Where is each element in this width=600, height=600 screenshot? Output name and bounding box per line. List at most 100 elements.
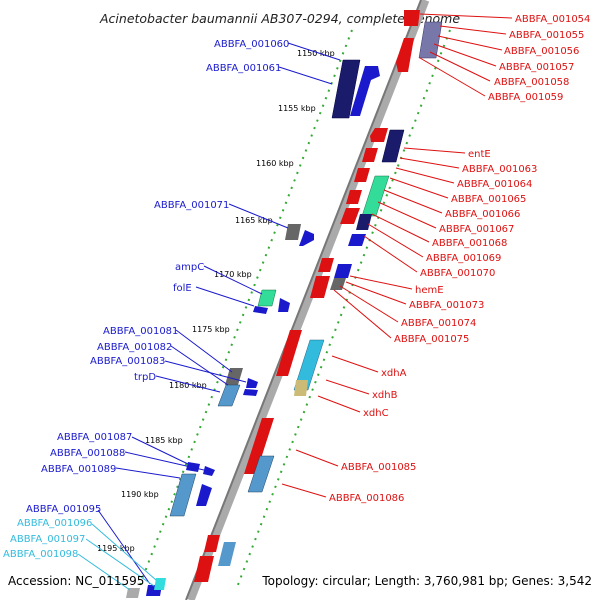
gene-label-001069[interactable]: ABBFA_001069	[426, 253, 501, 264]
gene-feature-xdhB[interactable]	[294, 380, 308, 396]
gene-feature-001055[interactable]	[418, 21, 443, 59]
gene-feature-001060[interactable]	[331, 59, 361, 119]
gene-feature-001067[interactable]	[346, 190, 362, 204]
gene-label-001083[interactable]: ABBFA_001083	[90, 356, 165, 367]
gene-label-001056[interactable]: ABBFA_001056	[504, 46, 579, 57]
gene-feature-001071[interactable]	[299, 230, 314, 246]
gene-feature-001069[interactable]	[356, 214, 372, 230]
gene-label-001064[interactable]: ABBFA_001064	[457, 179, 532, 190]
gene-label-xdhA[interactable]: xdhA	[381, 368, 407, 379]
gene-feature-001065[interactable]	[354, 168, 370, 182]
label-leader-line	[371, 213, 430, 243]
gene-label-folE[interactable]: folE	[173, 283, 192, 294]
gene-label-entE[interactable]: entE	[468, 149, 491, 160]
gene-label-hemE[interactable]: hemE	[415, 285, 444, 296]
gene-label-001075[interactable]: ABBFA_001075	[394, 334, 469, 345]
gene-feature-001083[interactable]	[243, 389, 258, 396]
label-leader-line	[419, 13, 513, 19]
gene-feature-001096[interactable]	[154, 578, 166, 590]
gene-label-001055[interactable]: ABBFA_001055	[509, 30, 584, 41]
gene-label-trpD[interactable]: trpD	[134, 372, 156, 383]
gene-feature-folE-b[interactable]	[253, 306, 268, 314]
label-leader-line	[429, 51, 491, 82]
gene-label-001074[interactable]: ABBFA_001074	[401, 318, 476, 329]
kbp-tick-label: 1165 kbp	[235, 216, 273, 225]
gene-label-001095[interactable]: ABBFA_001095	[26, 504, 101, 515]
gene-feature-001070[interactable]	[348, 234, 366, 246]
gene-label-001066[interactable]: ABBFA_001066	[445, 209, 520, 220]
gene-feature-001056[interactable]	[396, 38, 414, 72]
gene-label-xdhB[interactable]: xdhB	[372, 390, 398, 401]
label-leader-line	[325, 379, 370, 395]
gene-feature-001088[interactable]	[203, 466, 215, 476]
gene-label-001085[interactable]: ABBFA_001085	[341, 462, 416, 473]
gene-label-001087[interactable]: ABBFA_001087	[57, 432, 132, 443]
gene-label-001061[interactable]: ABBFA_001061	[206, 63, 281, 74]
label-leader-line	[367, 223, 424, 258]
gene-label-001081[interactable]: ABBFA_001081	[103, 326, 178, 337]
gene-label-001086[interactable]: ABBFA_001086	[329, 493, 404, 504]
gene-feature-lower-3[interactable]	[194, 556, 214, 582]
gene-label-001082[interactable]: ABBFA_001082	[97, 342, 172, 353]
gene-feature-001054[interactable]	[404, 10, 420, 26]
label-leader-line	[85, 538, 155, 587]
gene-feature-trpD[interactable]	[217, 384, 241, 407]
gene-feature-lower-1[interactable]	[204, 535, 220, 552]
gene-feature-001074[interactable]	[310, 276, 330, 298]
gene-feature-xdhA-left[interactable]	[276, 330, 302, 376]
gene-feature-001082[interactable]	[246, 378, 258, 388]
label-leader-line	[433, 43, 497, 67]
gene-feature-001071-gray[interactable]	[285, 224, 301, 240]
gene-label-xdhC[interactable]: xdhC	[363, 408, 389, 419]
gene-feature-xdhA[interactable]	[293, 339, 325, 391]
gene-feature-001061[interactable]	[350, 66, 380, 116]
gene-feature-ampC[interactable]	[257, 289, 277, 307]
gene-feature-001086[interactable]	[247, 455, 275, 493]
outer-gene-labels: ABBFA_001060 ABBFA_001061 ABBFA_001071 a…	[3, 39, 341, 591]
gene-label-ampC[interactable]: ampC	[175, 262, 204, 273]
kbp-tick-group: 1150 kbp 1155 kbp 1160 kbp 1165 kbp 1170…	[97, 49, 335, 553]
gene-feature-001081[interactable]	[225, 368, 243, 385]
label-leader-line	[115, 467, 181, 479]
label-leader-line	[345, 281, 407, 305]
gene-feature-001066[interactable]	[361, 175, 390, 217]
gene-label-001071[interactable]: ABBFA_001071	[154, 200, 229, 211]
gene-label-001058[interactable]: ABBFA_001058	[494, 77, 569, 88]
gene-label-001063[interactable]: ABBFA_001063	[462, 164, 537, 175]
gene-feature-001089[interactable]	[169, 473, 197, 517]
label-leader-line	[419, 57, 486, 97]
gene-feature-hemE[interactable]	[318, 258, 334, 272]
gene-feature-001064[interactable]	[362, 148, 378, 162]
gene-feature-001068[interactable]	[340, 208, 360, 224]
map-title: Acinetobacter baumannii AB307-0294, comp…	[99, 11, 460, 26]
label-leader-line	[333, 289, 392, 339]
gene-feature-001073[interactable]	[334, 264, 352, 278]
gene-feature-001098[interactable]	[126, 588, 140, 598]
gene-label-001098[interactable]: ABBFA_001098	[3, 549, 78, 560]
gene-label-001057[interactable]: ABBFA_001057	[499, 62, 574, 73]
gene-feature-lower-2[interactable]	[218, 542, 236, 566]
label-leader-line	[363, 235, 418, 273]
gene-label-001065[interactable]: ABBFA_001065	[451, 194, 526, 205]
gene-label-001089[interactable]: ABBFA_001089	[41, 464, 116, 475]
gene-feature-001063[interactable]	[381, 129, 405, 163]
gene-label-001070[interactable]: ABBFA_001070	[420, 268, 495, 279]
gene-label-001059[interactable]: ABBFA_001059	[488, 92, 563, 103]
gene-label-001088[interactable]: ABBFA_001088	[50, 448, 125, 459]
gene-label-001054[interactable]: ABBFA_001054	[515, 14, 590, 25]
label-leader-line	[349, 275, 413, 290]
gene-label-001073[interactable]: ABBFA_001073	[409, 300, 484, 311]
gene-feature-folE[interactable]	[278, 298, 290, 312]
kbp-tick-label: 1150 kbp	[297, 49, 335, 58]
label-leader-line	[287, 42, 341, 61]
kbp-tick-label: 1180 kbp	[169, 381, 207, 390]
gene-label-001096[interactable]: ABBFA_001096	[17, 518, 92, 529]
gene-label-001060[interactable]: ABBFA_001060	[214, 39, 289, 50]
gene-label-001097[interactable]: ABBFA_001097	[10, 534, 85, 545]
gene-feature-entE[interactable]	[370, 128, 388, 142]
gene-label-001067[interactable]: ABBFA_001067	[439, 224, 514, 235]
gene-feature-001085[interactable]	[244, 418, 274, 474]
gene-feature-001089-b[interactable]	[196, 484, 212, 506]
gene-label-001068[interactable]: ABBFA_001068	[432, 238, 507, 249]
